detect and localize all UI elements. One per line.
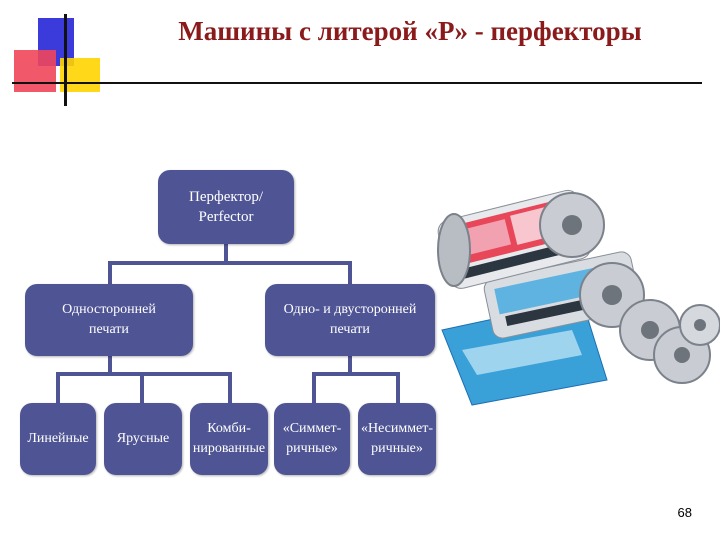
connector-right-down <box>348 356 352 374</box>
connector-left-down <box>108 356 112 374</box>
connector-root-down <box>224 243 228 263</box>
connector-to-left <box>108 261 112 285</box>
node-linear: Линейные <box>20 403 96 475</box>
node-tiered: Ярусные <box>104 403 182 475</box>
node-symmetric: «Симмет- ричные» <box>274 403 350 475</box>
connector-yar <box>140 372 144 404</box>
connector-nesimm <box>396 372 400 404</box>
title-underline <box>12 82 702 84</box>
connector-simm <box>312 372 316 404</box>
connector-to-right <box>348 261 352 285</box>
node-perfector: Перфектор/ Perfector <box>158 170 294 244</box>
node-one-sided: Односторонней печати <box>25 284 193 356</box>
connector-left-bar <box>56 372 232 376</box>
printing-cylinders-photo <box>437 189 720 406</box>
connector-komb <box>228 372 232 404</box>
connector-right-bar <box>312 372 400 376</box>
connector-level2-bar <box>108 261 352 265</box>
decor-red-square <box>14 50 56 92</box>
node-asymmetric: «Несиммет- ричные» <box>358 403 436 475</box>
node-combined: Комби- нированные <box>190 403 268 475</box>
node-one-and-two-sided: Одно- и двусторонней печати <box>265 284 435 356</box>
decor-vertical-line <box>64 14 67 106</box>
slide-title: Машины с литерой «P» - перфекторы <box>178 16 642 46</box>
connector-lin <box>56 372 60 404</box>
page-number: 68 <box>677 505 692 520</box>
